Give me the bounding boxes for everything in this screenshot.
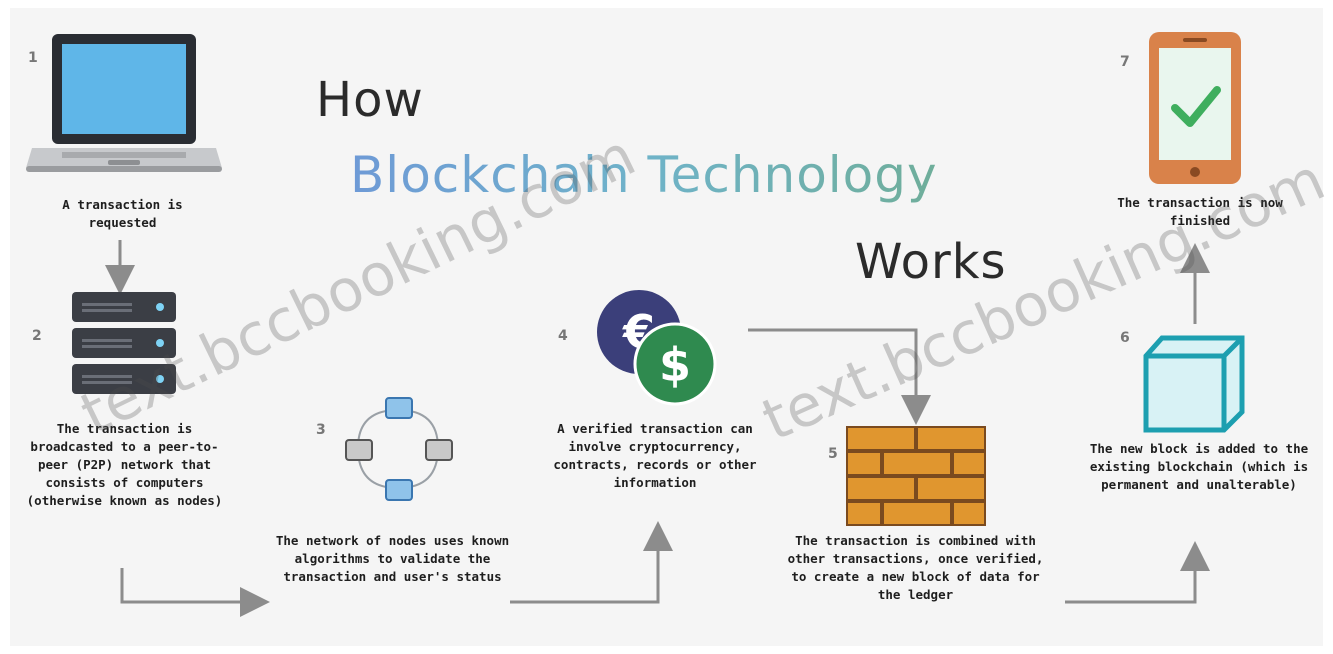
step-3-caption: The network of nodes uses known algorith… (275, 533, 510, 584)
arrow-4-to-5 (748, 328, 931, 425)
phone-check-icon (1149, 32, 1241, 184)
step-2-caption: The transaction is broadcasted to a peer… (26, 421, 223, 508)
arrow-3-to-4 (510, 521, 673, 604)
step-number: 5 (828, 446, 838, 462)
step-7-caption: The transaction is now finished (1117, 195, 1283, 228)
flow-arrows (105, 240, 1210, 617)
step-4-caption: A verified transaction can involve crypt… (553, 421, 757, 490)
cube-icon (1143, 335, 1245, 433)
step-number: 2 (32, 328, 42, 344)
step-number: 4 (558, 328, 568, 344)
step-6-caption: The new block is added to the existing b… (1089, 441, 1309, 492)
step-5-caption: The transaction is combined with other t… (787, 533, 1044, 602)
step-number: 1 (28, 50, 38, 66)
diagram-canvas: How Blockchain Technology Works 1 A tran… (10, 8, 1333, 646)
title-line-how: How (316, 72, 424, 128)
step-1-caption: A transaction is requested (62, 197, 183, 230)
brick-wall-icon (846, 426, 986, 526)
step-number: 3 (316, 422, 326, 438)
step-number: 6 (1120, 330, 1130, 346)
title-line-works: Works (855, 234, 1007, 290)
arrow-5-to-6 (1065, 541, 1210, 604)
laptop-icon (26, 34, 222, 172)
title-line-main: Blockchain Technology (350, 146, 938, 204)
network-nodes-icon (345, 397, 453, 501)
server-icon (72, 292, 176, 394)
step-number: 7 (1120, 54, 1130, 70)
currency-icon: € $ (597, 290, 717, 406)
arrow-2-to-3 (120, 568, 270, 617)
svg-text:$: $ (659, 338, 691, 392)
